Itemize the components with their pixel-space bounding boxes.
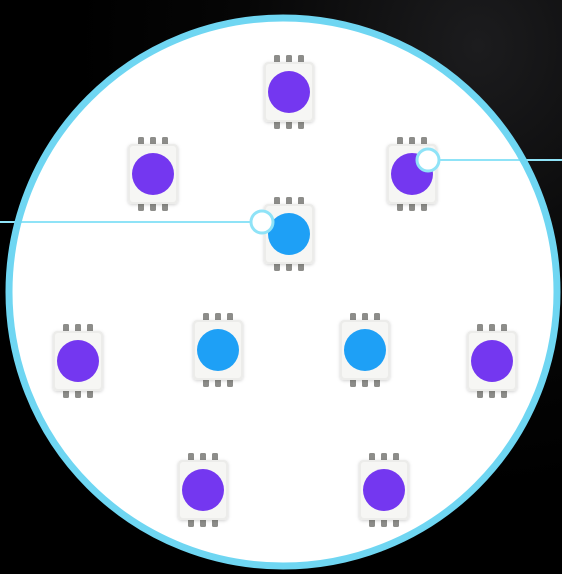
led-chip-led-4 <box>264 197 314 271</box>
callout-left-anchor-dot <box>249 209 275 235</box>
led-emitter-purple <box>132 153 174 195</box>
led-emitter-blue <box>344 329 386 371</box>
led-chip-led-7 <box>340 313 390 387</box>
led-emitter-purple <box>363 469 405 511</box>
led-emitter-blue <box>268 213 310 255</box>
led-chip-led-6 <box>193 313 243 387</box>
led-chip-led-8 <box>467 324 517 398</box>
led-layer <box>53 55 517 527</box>
led-emitter-purple <box>268 71 310 113</box>
callout-layer <box>0 147 562 235</box>
led-emitter-purple <box>182 469 224 511</box>
led-emitter-blue <box>197 329 239 371</box>
led-chip-led-1 <box>264 55 314 129</box>
led-emitter-purple <box>471 340 513 382</box>
led-chip-led-2 <box>128 137 178 211</box>
magnifier-ring <box>5 14 561 570</box>
led-chip-led-5 <box>53 324 103 398</box>
led-chip-led-9 <box>178 453 228 527</box>
callout-right-anchor-dot <box>415 147 441 173</box>
led-emitter-purple <box>57 340 99 382</box>
led-chip-led-10 <box>359 453 409 527</box>
